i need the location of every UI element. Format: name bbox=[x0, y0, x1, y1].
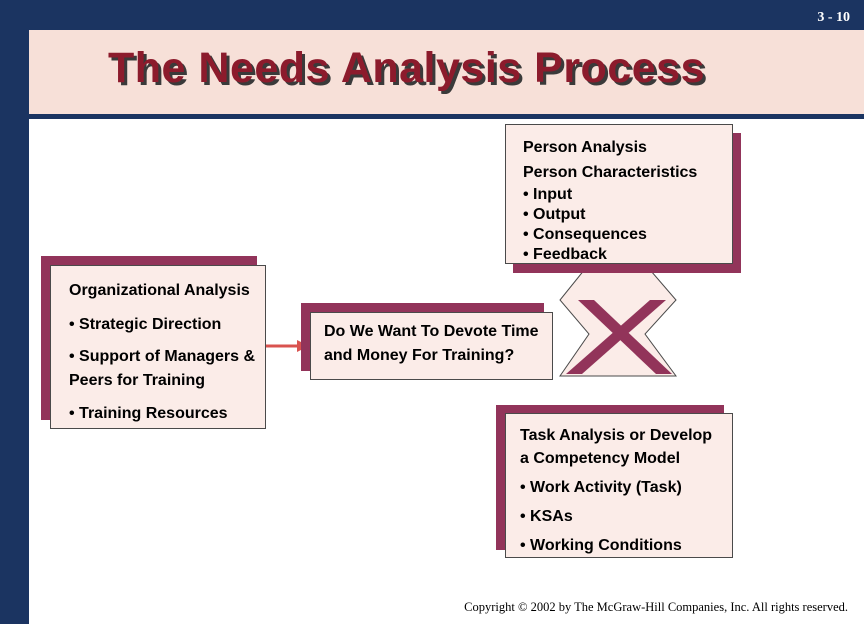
org-heading: Organizational Analysis bbox=[69, 282, 250, 299]
title-rule bbox=[29, 114, 864, 119]
task-item: • KSAs bbox=[520, 508, 573, 525]
person-item: • Input bbox=[523, 186, 573, 203]
top-frame-bar bbox=[0, 0, 864, 30]
organizational-analysis-box: Organizational Analysis • Strategic Dire… bbox=[50, 265, 266, 429]
cross-stroke-b bbox=[566, 300, 666, 374]
decision-line: and Money For Training? bbox=[324, 347, 515, 364]
task-item: • Working Conditions bbox=[520, 537, 682, 554]
task-analysis-box: Task Analysis or Develop a Competency Mo… bbox=[505, 413, 733, 558]
task-item: • Work Activity (Task) bbox=[520, 479, 682, 496]
slide-title: The Needs Analysis Process bbox=[108, 44, 705, 92]
person-item: • Output bbox=[523, 206, 586, 223]
person-analysis-box: Person Analysis Person Characteristics •… bbox=[505, 124, 733, 264]
decision-line: Do We Want To Devote Time bbox=[324, 323, 539, 340]
org-item: • Training Resources bbox=[69, 405, 228, 422]
decision-box: Do We Want To Devote Time and Money For … bbox=[310, 312, 553, 380]
person-subheading: Person Characteristics bbox=[523, 164, 698, 181]
person-item: • Feedback bbox=[523, 246, 607, 263]
person-item: • Consequences bbox=[523, 226, 647, 243]
org-item: • Support of Managers & bbox=[69, 348, 256, 365]
left-frame-bar bbox=[0, 0, 29, 624]
org-item: Peers for Training bbox=[69, 372, 206, 389]
copyright-footer: Copyright © 2002 by The McGraw-Hill Comp… bbox=[464, 600, 848, 614]
task-line: Task Analysis or Develop bbox=[520, 427, 713, 444]
org-item: • Strategic Direction bbox=[69, 316, 222, 333]
task-line: a Competency Model bbox=[520, 450, 681, 467]
hourglass-connector bbox=[559, 263, 677, 377]
cross-stroke-a bbox=[578, 300, 672, 374]
person-heading: Person Analysis bbox=[523, 139, 647, 156]
slide-number: 3 - 10 bbox=[817, 10, 850, 25]
title-band bbox=[29, 30, 864, 114]
